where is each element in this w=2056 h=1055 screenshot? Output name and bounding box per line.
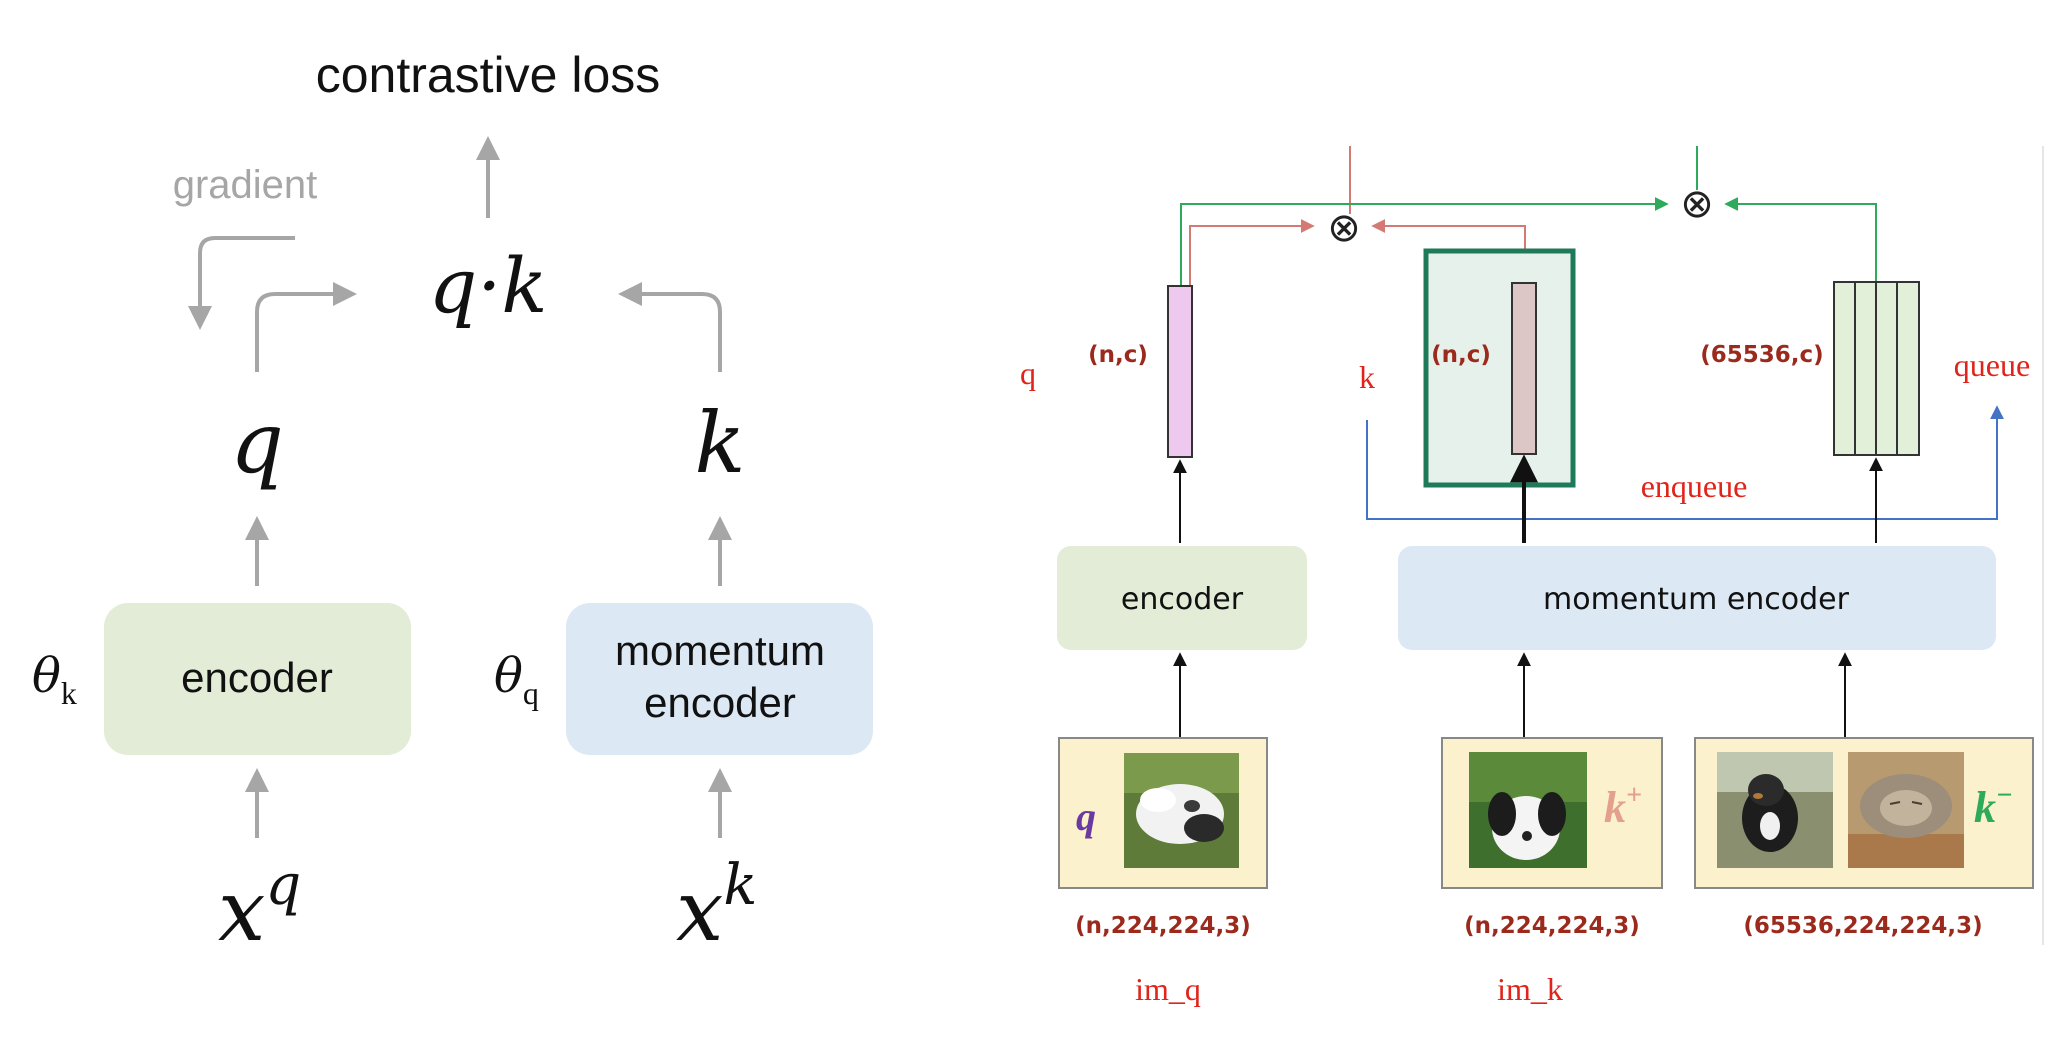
q-shape-label: (n,c): [1088, 342, 1148, 368]
kplus-tag: k+: [1604, 780, 1642, 832]
enqueue-label: enqueue: [1641, 468, 1748, 504]
k-to-qk-arrow: [618, 282, 722, 372]
right-diagram: ⊗ ⊗ (n,c) q (n,c) k (65536,c) queue enqu…: [1020, 146, 2044, 1007]
neg-shape-label: (65536,224,224,3): [1743, 913, 1982, 939]
qk-dot-label: q·k: [429, 241, 548, 330]
q-side-label: q: [1020, 355, 1036, 391]
kminus-tag: k−: [1974, 780, 2013, 832]
kminus-dog-image: [1717, 752, 1833, 868]
imk-shape-label: (n,224,224,3): [1464, 913, 1640, 939]
left-encoder-box: [104, 603, 411, 755]
right-momentum-encoder-label: momentum encoder: [1543, 582, 1850, 617]
left-momentum-encoder-label-line1: momentum: [615, 627, 825, 674]
theta-k-label: θk: [32, 648, 77, 711]
left-diagram: contrastive loss gradient q·k q k θk θq …: [32, 47, 873, 960]
theta-q-label: θq: [494, 648, 539, 711]
q-to-queue-mult-line: [1180, 197, 1669, 286]
k-vector: [1511, 282, 1537, 455]
left-momentum-encoder-box: [566, 603, 873, 755]
queue-label: queue: [1954, 347, 2030, 383]
q-to-qk-arrow: [255, 282, 357, 372]
q-image-tag: q: [1076, 794, 1096, 839]
xq-label: xq: [218, 853, 301, 960]
kplus-dog-image: [1469, 752, 1587, 868]
imq-shape-label: (n,224,224,3): [1075, 913, 1251, 939]
q-to-qk-mult-line: [1189, 219, 1315, 286]
k-highlight-box: [1423, 248, 1576, 488]
q-vector: [1167, 285, 1193, 458]
gradient-arrow: [188, 236, 295, 330]
queue-shape-label: (65536,c): [1700, 342, 1823, 368]
kminus-cat-image: [1848, 752, 1964, 868]
left-q-label: q: [230, 394, 284, 492]
im-k-label: im_k: [1497, 971, 1563, 1007]
right-encoder-box: [1057, 546, 1307, 650]
q-dog-image: [1124, 753, 1239, 868]
right-encoder-label: encoder: [1121, 582, 1244, 617]
left-momentum-encoder-label-line2: encoder: [644, 679, 796, 726]
xk-label: xk: [676, 853, 757, 960]
contrastive-loss-title: contrastive loss: [316, 47, 661, 103]
right-momentum-encoder-box: [1398, 546, 1996, 650]
multiply-node-qk: ⊗: [1327, 205, 1361, 251]
k-side-label: k: [1359, 359, 1375, 395]
queue-to-mult-line: [1724, 197, 1877, 282]
enqueue-line: [1366, 405, 2004, 520]
left-k-label: k: [695, 394, 746, 492]
k-shape-label: (n,c): [1431, 342, 1491, 368]
im-q-label: im_q: [1135, 971, 1201, 1007]
left-encoder-label: encoder: [181, 654, 333, 701]
gradient-label: gradient: [173, 163, 318, 207]
